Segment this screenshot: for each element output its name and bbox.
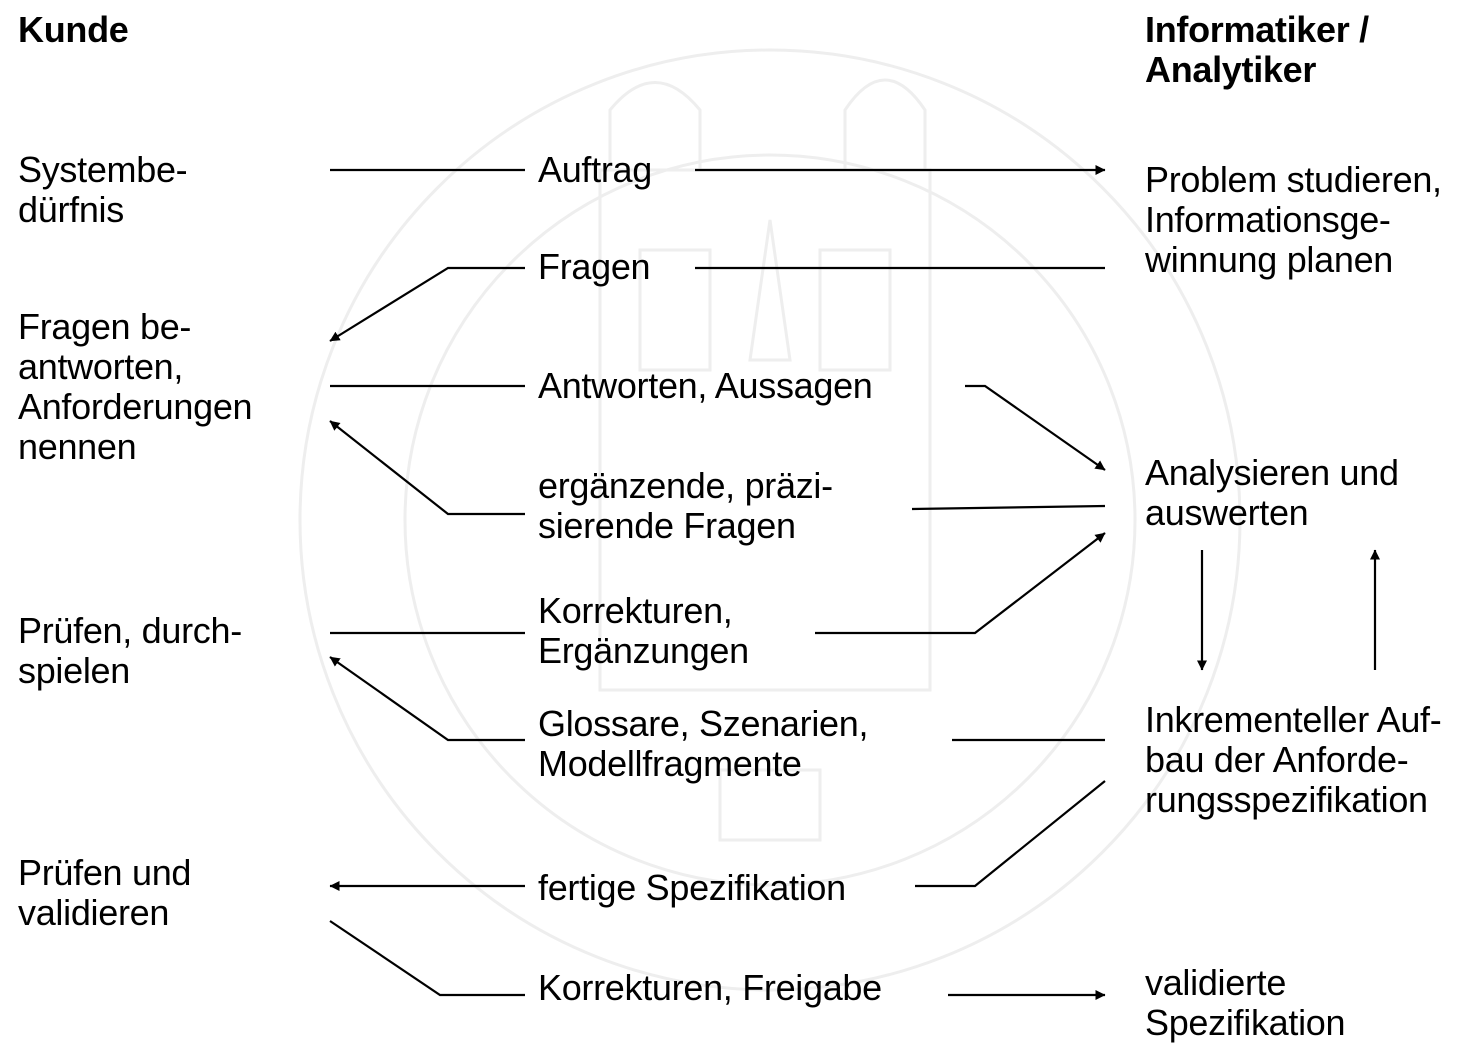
message-korrekturen-ergaenzungen: Korrekturen, Ergänzungen — [538, 590, 749, 671]
header-informatiker: Informatiker / Analytiker — [1145, 9, 1369, 90]
arrow-freigabe-in — [329, 920, 525, 997]
customer-step-pruefen-durchspielen: Prüfen, durch- spielen — [18, 610, 242, 691]
header-kunde: Kunde — [18, 9, 129, 50]
analyst-step-problem-studieren: Problem studieren, Informationsge- winnu… — [1145, 159, 1442, 280]
customer-step-fragen-beantworten: Fragen be- antworten, Anforderungen nenn… — [18, 306, 253, 467]
customer-step-pruefen-validieren: Prüfen und validieren — [18, 852, 192, 933]
analyst-step-analysieren: Analysieren und auswerten — [1145, 452, 1399, 533]
arrow-korrekturen-out — [815, 532, 1106, 635]
message-auftrag: Auftrag — [538, 149, 652, 190]
message-korrekturen-freigabe: Korrekturen, Freigabe — [538, 967, 882, 1008]
analyst-step-inkrementeller-aufbau: Inkrementeller Auf- bau der Anforde- run… — [1145, 699, 1442, 820]
message-fragen: Fragen — [538, 246, 651, 287]
message-antworten: Antworten, Aussagen — [538, 365, 873, 406]
analyst-step-validierte-spezifikation: validierte Spezifikation — [1145, 962, 1346, 1043]
arrow-ergaenzende-out — [329, 420, 525, 516]
message-ergaenzende-fragen: ergänzende, präzi- sierende Fragen — [538, 465, 833, 546]
arrow-spezifikation-in — [915, 780, 1106, 888]
arrow-glossare-out — [329, 656, 525, 742]
arrow-ergaenzende-in — [911, 504, 1106, 511]
customer-step-systembeduerfnis: Systembe- dürfnis — [18, 149, 188, 230]
message-fertige-spezifikation: fertige Spezifikation — [538, 867, 846, 908]
arrow-antworten-out — [965, 384, 1106, 471]
message-glossare: Glossare, Szenarien, Modellfragmente — [538, 703, 869, 784]
arrow-fragen-out — [329, 266, 525, 342]
